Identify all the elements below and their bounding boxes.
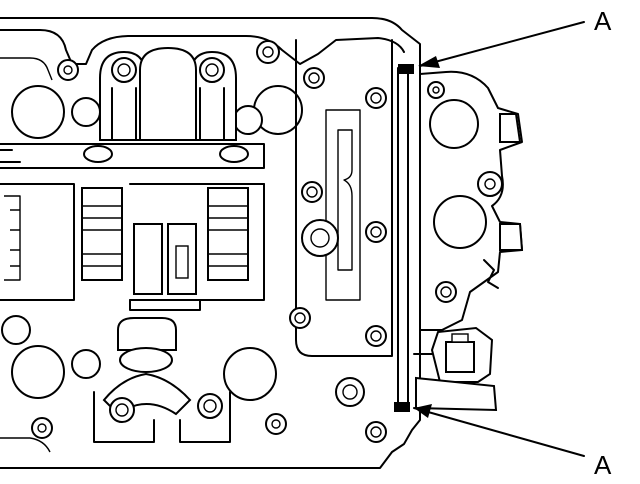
arrow-head-upper [418,56,440,68]
arrow-head-lower [414,404,432,418]
callout-label-upper: A [594,6,612,36]
sealant-marks [394,64,414,412]
callout-leaders [413,21,585,457]
leader-line-lower [413,407,585,457]
upper-bores [11,40,303,139]
camshaft-channel [0,143,265,311]
leader-line-upper [419,21,585,67]
sealant-mark-lower [394,402,410,412]
sensor-connector [413,326,498,412]
upper-rocker-assembly [83,46,249,163]
callout-label-lower: A [594,450,612,480]
lower-rocker-assembly [93,317,231,443]
gasket-cover-area [289,39,409,443]
side-housing [419,70,524,331]
lower-bores [1,315,287,439]
cylinder-head-body [0,17,421,469]
sealant-mark-upper [398,64,414,74]
